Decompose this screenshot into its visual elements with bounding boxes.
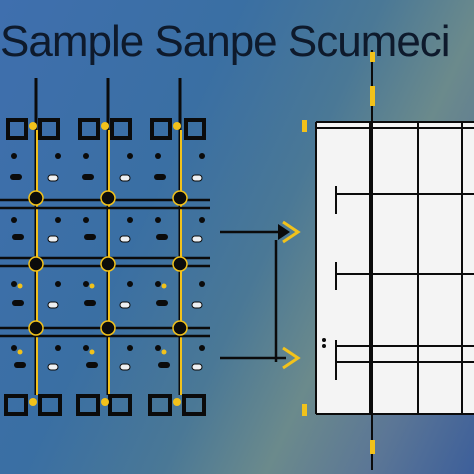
- node-dot: [28, 256, 44, 272]
- arrow-right-icon: [282, 220, 301, 244]
- node-dot: [172, 320, 188, 336]
- node-dot: [100, 190, 116, 206]
- node-dot: [28, 190, 44, 206]
- node-dot: [100, 256, 116, 272]
- bottom-glyph-accents: [29, 398, 181, 406]
- tiny-dots: [11, 153, 205, 351]
- node-dot: [100, 320, 116, 336]
- node-dot: [172, 190, 188, 206]
- panel-accents: [302, 52, 375, 454]
- light-markers: [47, 174, 203, 371]
- grid-nodes: [28, 190, 188, 336]
- node-dot: [28, 320, 44, 336]
- top-glyph-row: [6, 118, 206, 140]
- small-markers: [10, 174, 170, 368]
- yellow-dots: [17, 283, 167, 355]
- connector-arrows: [220, 220, 301, 370]
- bottom-glyph-row: [4, 394, 206, 416]
- node-dot: [172, 256, 188, 272]
- grid-panel: [316, 122, 474, 414]
- arrow-right-icon: [282, 346, 301, 370]
- right-grid-panel: [302, 50, 474, 470]
- left-network-grid: [0, 78, 210, 416]
- top-glyph-accents: [29, 122, 181, 130]
- page-title: Sample Sanpe Scumeci: [0, 17, 451, 66]
